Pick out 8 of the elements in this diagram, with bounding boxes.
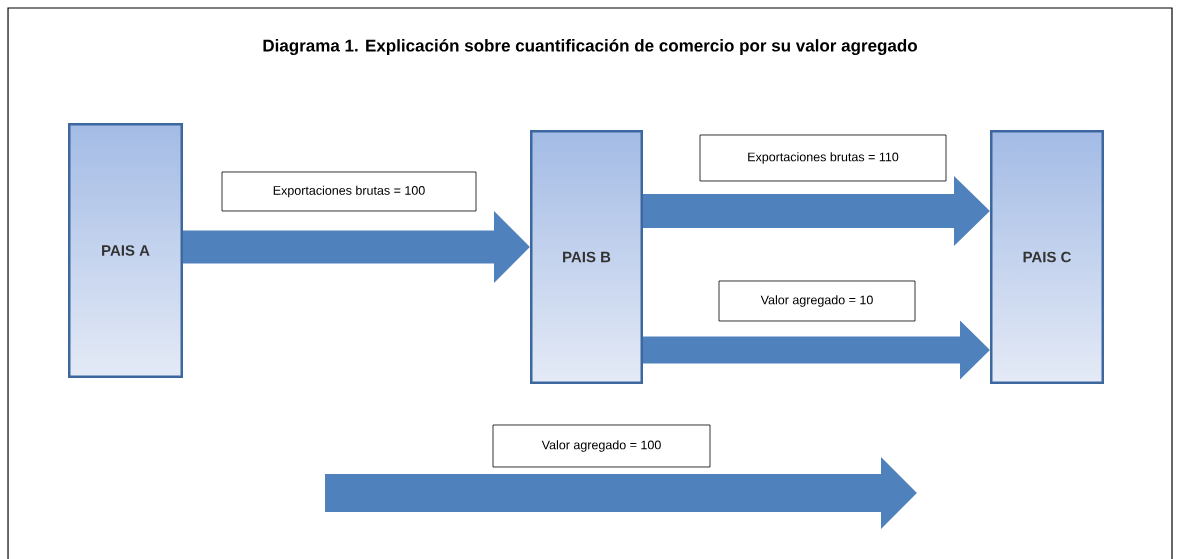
- edge-label: Exportaciones brutas = 110: [699, 134, 947, 182]
- edge-label: Exportaciones brutas = 100: [221, 171, 477, 212]
- country-box: PAIS A: [68, 123, 183, 378]
- text-box: Valor agregado = 100: [492, 424, 711, 468]
- title: Diagrama 1. Explicación sobre cuantificación de comercio por su valor agregado: [263, 38, 917, 56]
- country-box: PAIS C: [990, 130, 1104, 384]
- country-box: PAIS B: [530, 130, 643, 384]
- edge-label: Valor agregado = 10: [718, 280, 916, 322]
